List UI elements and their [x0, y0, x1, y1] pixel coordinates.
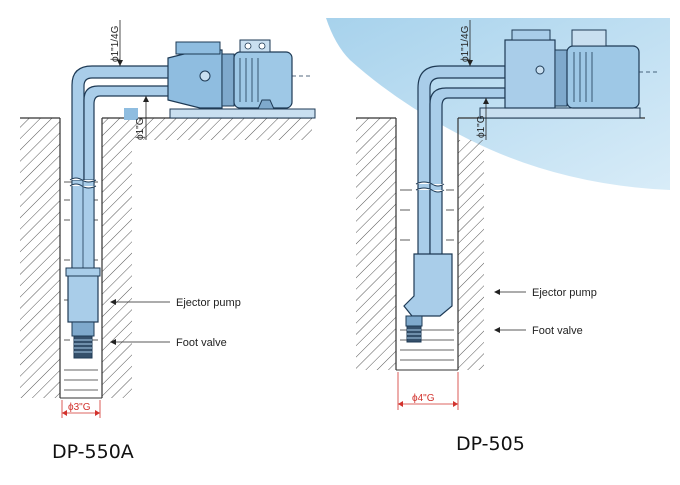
right-pipe-upper-dim: ϕ1"1/4G: [460, 25, 471, 62]
right-well-dim: ϕ4"G: [412, 393, 435, 404]
right-foot-valve: [405, 315, 423, 327]
right-ground-right: [458, 140, 484, 370]
right-water-lines: [400, 189, 454, 361]
left-ejector-label: Ejector pump: [176, 297, 241, 309]
left-pipe-lower-dim: ϕ1"G: [135, 117, 146, 140]
left-ground-right: [102, 118, 132, 398]
right-ground-left: [356, 118, 396, 370]
right-base-plate: [479, 107, 641, 119]
right-ejector-label: Ejector pump: [532, 287, 597, 299]
left-foot-valve: [71, 321, 95, 337]
left-ground-surface: [132, 118, 312, 140]
right-pump: [504, 29, 660, 109]
left-model-title: DP-550A: [52, 441, 134, 463]
right-model-title: DP-505: [456, 433, 525, 455]
left-foot-valve-label: Foot valve: [176, 337, 227, 349]
left-ground-left: [20, 118, 60, 398]
right-foot-valve-label: Foot valve: [532, 325, 583, 337]
left-diagram: ϕ1"1/4G ϕ1"G ϕ3"G Ejector pump Foot valv…: [20, 20, 316, 463]
left-well-dim: ϕ3"G: [68, 402, 91, 413]
right-ejector: [403, 253, 453, 317]
left-pipe-upper-dim: ϕ1"1/4G: [110, 25, 121, 62]
left-base-plate: [169, 108, 316, 119]
left-ejector: [67, 269, 99, 323]
left-pump: [167, 39, 312, 110]
right-diagram: ϕ1"1/4G ϕ1"G ϕ4"G Ejector pump Foot valv…: [356, 20, 660, 455]
right-pipe-lower-dim: ϕ1"G: [476, 115, 487, 138]
